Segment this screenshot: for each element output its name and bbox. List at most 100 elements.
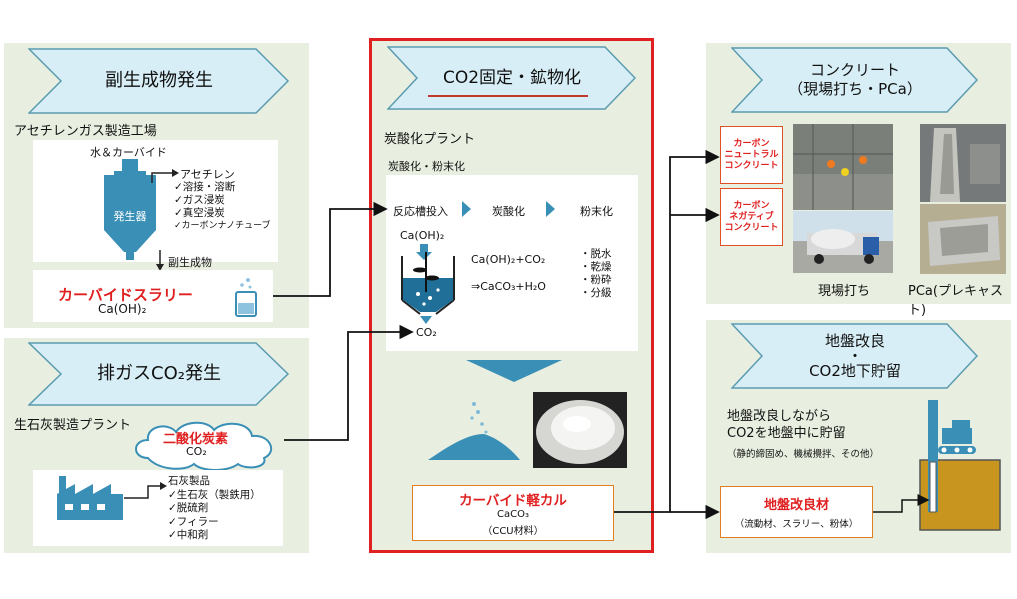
use-item: ✓カーボンナノチューブ [174,221,271,231]
product-item: ✓フィラー [168,515,219,528]
co2-fixation-banner-label: CO2固定・鉱物化 [442,68,582,88]
use-item: ✓真空浸炭 [174,207,225,219]
exhaust-co2-banner-label: 排ガスCO₂発生 [97,363,221,384]
banner-underline [428,95,588,97]
mixer-truck-photo [793,211,893,273]
site-casting-photo [793,124,893,210]
pile-rig-icon [919,400,1001,531]
banner-arrow-shape [731,323,979,389]
product-item: ✓生石灰（製鉄用） [168,488,261,501]
tag-line: コンクリート [724,222,779,233]
carbide-light-calcium-formula: CaCO₃ [497,509,529,520]
concrete-banner: コンクリート （現場打ち・PCa） [731,47,979,113]
concrete-banner-label: コンクリート （現場打ち・PCa） [731,47,979,113]
carbon-neutral-concrete-tag: カーボン ニュートラル コンクリート [720,126,783,184]
byproduct-label: 副生成物 [168,256,212,269]
ground-desc-line3: （静的締固め、機械攪拌、その他） [727,449,880,460]
co2-cloud-icon [135,421,273,470]
carbide-slurry-formula: Ca(OH)₂ [98,302,147,316]
powder-pile-icon [428,402,520,460]
concrete-banner-line1: コンクリート [809,61,900,79]
water-carbide-label: 水＆カーバイド [90,146,167,159]
precast-caption: PCa(プレキャスト) [908,284,1003,318]
generator-label: 発生器 [113,210,147,223]
calcium-carbonate-powder-photo [533,392,627,468]
tag-line: カーボン [733,200,770,211]
reaction-equation-1: Ca(OH)₂+CO₂ [471,253,546,266]
lime-plant-title: 生石灰製造プラント [14,418,132,433]
tag-line: コンクリート [724,160,779,171]
banner-arrow-shape [28,342,290,406]
lime-products-list: 石灰製品 ✓生石灰（製鉄用） ✓脱硫剤 ✓フィラー ✓中和剤 [168,475,261,543]
reaction-equation-2: ⇒CaCO₃+H₂O [471,280,546,293]
step-powdering: 粉末化 [580,205,613,218]
carbide-light-calcium-name: カーバイド軽カル [459,493,567,509]
byproduct-banner-label: 副生成物発生 [105,70,213,91]
carbonation-subtitle: 炭酸化・粉末化 [388,160,465,173]
lime-products-arrow [124,482,167,499]
use-item: ✓ガス浸炭 [174,194,225,206]
ground-desc-line1: 地盤改良しながら [727,409,832,424]
post-processing-list: ・脱水 ・乾燥 ・粉砕 ・分級 [580,248,612,300]
carbonation-plant-title: 炭酸化プラント [384,132,476,147]
byproduct-arrow [156,250,164,271]
down-chevron-icon [466,360,562,382]
ground-banner-line1: 地盤改良 [824,332,885,350]
precast-channel-photo [920,204,1006,274]
ground-improvement-banner-label: 地盤改良 ・ CO2地下貯留 [731,323,979,389]
carbonation-process-box [386,175,638,351]
product-to-concrete-arrow [614,149,720,513]
byproduct-banner: 副生成物発生 [28,48,290,114]
material-to-rig-arrow [873,494,930,513]
ground-material-name: 地盤改良材 [763,498,829,513]
acetylene-pipe [151,169,179,183]
step-chevron-icon [546,201,555,217]
reactor-tank-icon [401,244,455,324]
ground-material-box [720,486,873,538]
use-item: ✓溶接・溶断 [174,181,236,193]
products-title: 石灰製品 [168,475,210,487]
ground-banner-line2: ・ [847,347,863,365]
tag-line: ネガティブ [729,211,774,222]
co2-fixation-banner: CO2固定・鉱物化 [387,46,637,110]
exhaust-co2-banner: 排ガスCO₂発生 [28,342,290,406]
tag-line: ニュートラル [724,149,779,160]
beaker-icon [235,278,257,317]
post-step: ・脱水 [580,248,612,260]
slurry-box [33,270,273,322]
step-reactor-input: 反応槽投入 [393,205,448,218]
carbon-negative-concrete-tag: カーボン ネガティブ コンクリート [720,188,783,246]
slurry-to-plant-arrow [273,201,388,297]
co2-cloud-title: 二酸化炭素 [163,432,229,447]
reactor-input-co2: CO₂ [416,326,437,339]
banner-arrow-shape [28,48,290,114]
reactor-input-caoh2: Ca(OH)₂ [400,229,445,242]
product-item: ✓中和剤 [168,529,209,541]
factory-icon [57,476,123,520]
banner-arrow-shape [731,47,979,113]
carbide-slurry-name: カーバイドスラリー [58,286,193,304]
step-carbonation: 炭酸化 [492,205,525,218]
post-step: ・粉砕 [580,274,612,286]
post-step: ・乾燥 [580,261,612,273]
carbide-light-calcium-note: （CCU材料） [482,526,544,537]
product-item: ✓脱硫剤 [168,502,209,514]
precast-trench-photo [920,124,1006,202]
co2-cloud-formula: CO₂ [186,445,207,458]
acetylene-uses-list: ✓溶接・溶断 ✓ガス浸炭 ✓真空浸炭 ✓カーボンナノチューブ [174,181,271,233]
post-step: ・分級 [580,287,612,299]
ground-desc-line2: CO2を地盤中に貯留 [727,426,846,441]
ground-material-note: （流動材、スラリー、粉体） [734,519,859,530]
co2-to-plant-arrow [284,324,414,441]
acetylene-factory-title: アセチレンガス製造工場 [14,124,157,139]
banner-arrow-shape [387,46,637,110]
concrete-banner-line2: （現場打ち・PCa） [788,80,922,98]
tag-line: カーボン [733,138,770,149]
step-chevron-icon [462,201,471,217]
site-casting-caption: 現場打ち [818,284,871,299]
generator-vessel-icon [104,159,156,260]
acetylene-label: アセチレン [180,168,235,181]
ground-banner-line3: CO2地下貯留 [809,362,901,380]
carbide-light-calcium-box [412,485,614,541]
